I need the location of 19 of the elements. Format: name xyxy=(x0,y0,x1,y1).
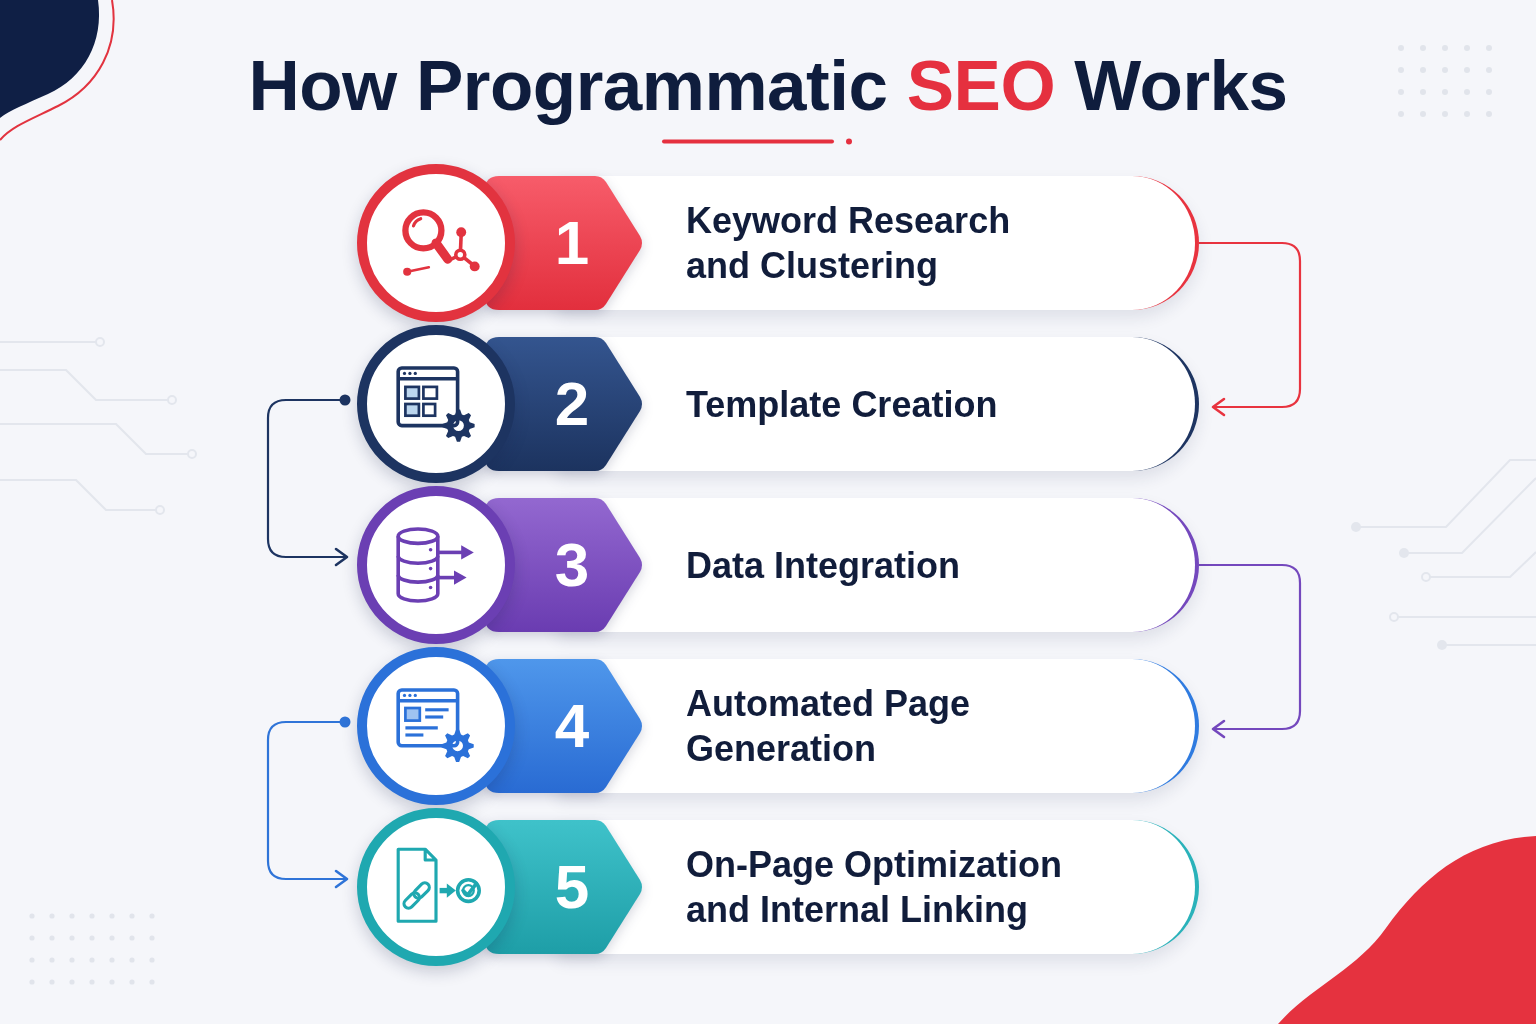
connector-arrow xyxy=(1199,241,1302,417)
step-title: On-Page Optimization and Internal Linking xyxy=(686,843,1063,932)
process-step xyxy=(357,486,1199,644)
connector-arrow xyxy=(266,716,351,889)
connector-arrow xyxy=(1199,563,1302,739)
step-title: Data Integration xyxy=(686,543,962,588)
step-number: 5 xyxy=(554,856,590,918)
step-number: 1 xyxy=(554,212,590,274)
step-number: 3 xyxy=(554,534,590,596)
connector-arrow xyxy=(266,394,351,567)
step-title: Keyword Research and Clustering xyxy=(686,199,1012,288)
step-number: 2 xyxy=(554,373,590,435)
process-step xyxy=(357,325,1199,483)
step-title: Template Creation xyxy=(686,382,999,427)
step-number: 4 xyxy=(554,695,590,757)
process-step xyxy=(357,647,1199,805)
process-step xyxy=(357,808,1199,966)
process-step xyxy=(357,164,1199,322)
step-title: Automated Page Generation xyxy=(686,682,972,771)
